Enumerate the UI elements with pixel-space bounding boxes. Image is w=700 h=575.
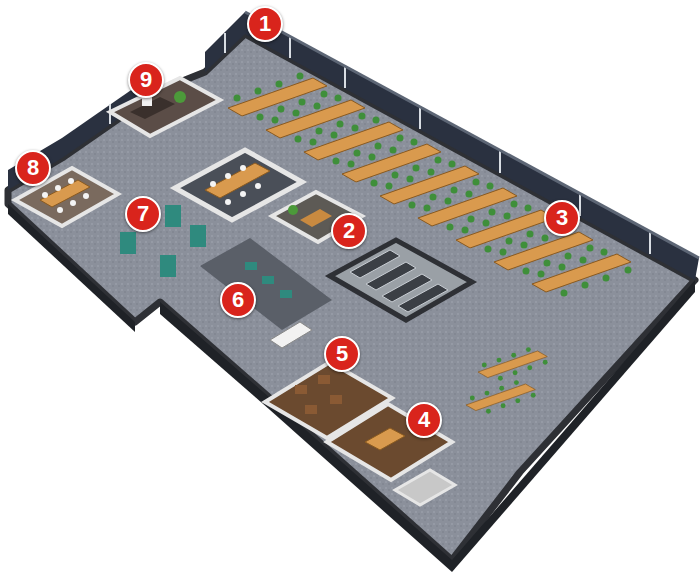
callout-number: 2 <box>331 213 367 249</box>
callout-number: 1 <box>247 6 283 42</box>
callout-number: 9 <box>128 62 164 98</box>
callout-number: 4 <box>406 402 442 438</box>
reception-area <box>200 238 332 348</box>
callout-number: 3 <box>544 200 580 236</box>
window-wall <box>8 12 699 280</box>
desk-rows <box>228 73 632 414</box>
callout-number: 8 <box>15 150 51 186</box>
outer-wall <box>8 204 695 572</box>
callout-number: 7 <box>125 196 161 232</box>
callout-number: 5 <box>324 336 360 372</box>
callout-number: 6 <box>220 282 256 318</box>
executive-room <box>110 78 220 136</box>
server-room <box>330 240 472 320</box>
